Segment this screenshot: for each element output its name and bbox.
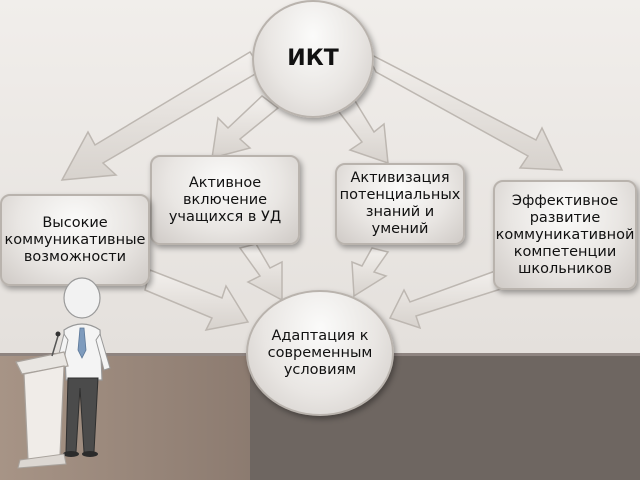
arrow-box1-to-adapt [238, 243, 283, 302]
speaker-at-podium-icon [15, 277, 111, 469]
ikt-circle: ИКТ [252, 0, 374, 118]
arrow-ikt-to-box2 [334, 94, 389, 165]
arrow-ikt-to-box4 [60, 50, 264, 181]
adaptation-circle: Адаптация к современным условиям [246, 290, 394, 416]
node-active-inclusion: Активное включение учащихся в УД [150, 155, 300, 245]
node-effective-development: Эффективное развитие коммуникативной ком… [493, 180, 637, 290]
node-activation-knowledge: Активизация потенциальных знаний и умени… [335, 163, 465, 245]
arrow-box4-to-adapt [144, 268, 250, 332]
arrow-ikt-to-box1 [211, 95, 280, 160]
arrow-box2-to-adapt [351, 247, 390, 298]
arrow-box3-to-adapt [388, 269, 505, 330]
node-high-communicative: Высокие коммуникативные возможности [0, 194, 150, 286]
arrow-ikt-to-box3 [364, 50, 564, 171]
